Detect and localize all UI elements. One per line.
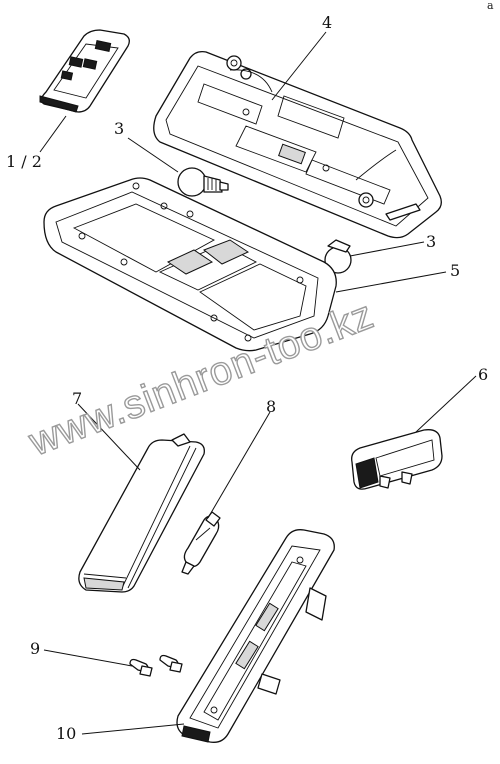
callout-8: 8 xyxy=(266,397,276,416)
part-bulb-left xyxy=(177,167,229,197)
callout-5: 5 xyxy=(450,261,460,280)
part-lens-cover xyxy=(78,433,205,593)
part-festoon-bulb xyxy=(181,511,221,575)
callout-3-right: 3 xyxy=(426,232,436,251)
callout-1-2: 1 / 2 xyxy=(6,152,42,171)
callout-9: 9 xyxy=(30,639,40,658)
leader-lines xyxy=(39,31,477,735)
callout-4: 4 xyxy=(322,13,332,32)
callout-6: 6 xyxy=(478,365,488,384)
callout-7: 7 xyxy=(72,389,82,408)
part-lamp-base xyxy=(176,529,335,743)
part-screws xyxy=(129,654,183,677)
callout-10: 10 xyxy=(56,724,76,743)
part-lamp-housing xyxy=(153,50,442,239)
part-bulb-right xyxy=(324,239,352,274)
corner-mark: a xyxy=(487,0,494,12)
part-lens-frame xyxy=(43,177,337,352)
callout-3-left: 3 xyxy=(114,119,124,138)
part-switch-module xyxy=(39,29,130,113)
part-reading-lamp xyxy=(351,429,443,490)
